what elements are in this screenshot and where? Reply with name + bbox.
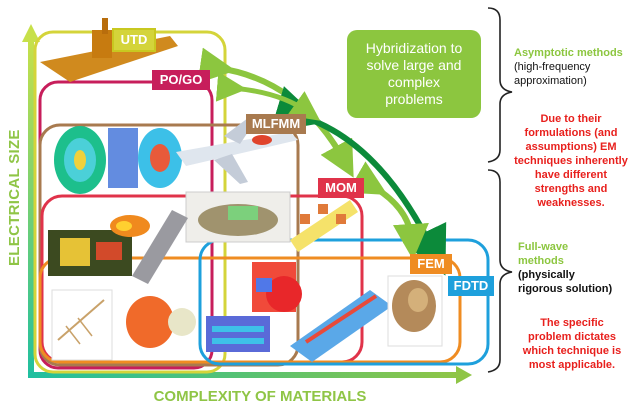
fullwave-title-1: Full-wave (518, 241, 569, 253)
hybrid-line-2: solve large and (366, 57, 462, 73)
hybrid-line-4: problems (385, 91, 443, 107)
mom-label: MOM (318, 178, 364, 198)
radar-pattern-image (54, 126, 106, 194)
formulation-line-4: techniques inherently (514, 155, 628, 167)
waveguide-filter-image (206, 316, 270, 352)
x-axis-label: COMPLEXITY OF MATERIALS (153, 388, 367, 405)
formulation-line-7: weaknesses. (537, 197, 605, 209)
specific-line-3: which technique is (522, 345, 622, 357)
specific-line-1: The specific (540, 317, 604, 329)
fullwave-brace (487, 169, 513, 373)
hybridization-box: Hybridization to solve large and complex… (347, 30, 481, 118)
cylinder-field-image (108, 128, 182, 188)
formulation-line-6: strengths and (534, 183, 608, 195)
fullwave-note: Full-wave methods (physically rigorous s… (518, 240, 630, 296)
formulation-line-2: formulations (and (524, 127, 618, 139)
asymptotic-title: Asymptotic methods (514, 47, 623, 59)
fullwave-title-2: methods (518, 255, 564, 267)
antenna-beam-image (110, 215, 150, 237)
specific-line-4: most applicable. (528, 359, 616, 371)
pogo-label: PO/GO (152, 70, 210, 90)
horn-pattern-image (126, 296, 196, 348)
hybridization-arrows (197, 47, 447, 276)
mlfmm-label: MLFMM (246, 114, 306, 134)
utd-label: UTD (112, 28, 156, 52)
formulation-note: Due to their formulations (and assumptio… (510, 112, 632, 210)
hybrid-line-1: Hybridization to (365, 40, 463, 56)
phased-array-image (290, 200, 358, 252)
x-axis (28, 366, 472, 384)
fdtd-label: FDTD (448, 276, 494, 296)
pcb-trace-image (290, 290, 392, 362)
mesh-panel-image (132, 210, 188, 284)
circuit-board-image (48, 230, 132, 276)
dipole-array-image (51, 289, 113, 361)
asymptotic-desc-2: approximation) (514, 75, 587, 87)
asymptotic-brace (487, 7, 513, 163)
formulation-line-3: assumptions) EM (525, 141, 617, 153)
specific-note: The specific problem dictates which tech… (512, 316, 632, 372)
head-field-image (252, 262, 302, 312)
y-axis (22, 24, 40, 378)
asymptotic-note: Asymptotic methods (high-frequency appro… (514, 46, 630, 88)
hybrid-line-3: complex (387, 74, 441, 90)
formulation-line-5: have different (534, 169, 608, 181)
y-axis-label: ELECTRICAL SIZE (6, 129, 23, 267)
head-model-image (387, 275, 443, 347)
fullwave-desc-1: (physically (518, 269, 575, 281)
formulation-line-1: Due to their (540, 113, 602, 125)
fem-label: FEM (410, 254, 452, 274)
asymptotic-desc-1: (high-frequency (514, 61, 591, 73)
fullwave-desc-2: rigorous solution) (518, 283, 613, 295)
vehicle-model-image (185, 191, 291, 243)
specific-line-2: problem dictates (527, 331, 617, 343)
fem-region (38, 256, 462, 364)
